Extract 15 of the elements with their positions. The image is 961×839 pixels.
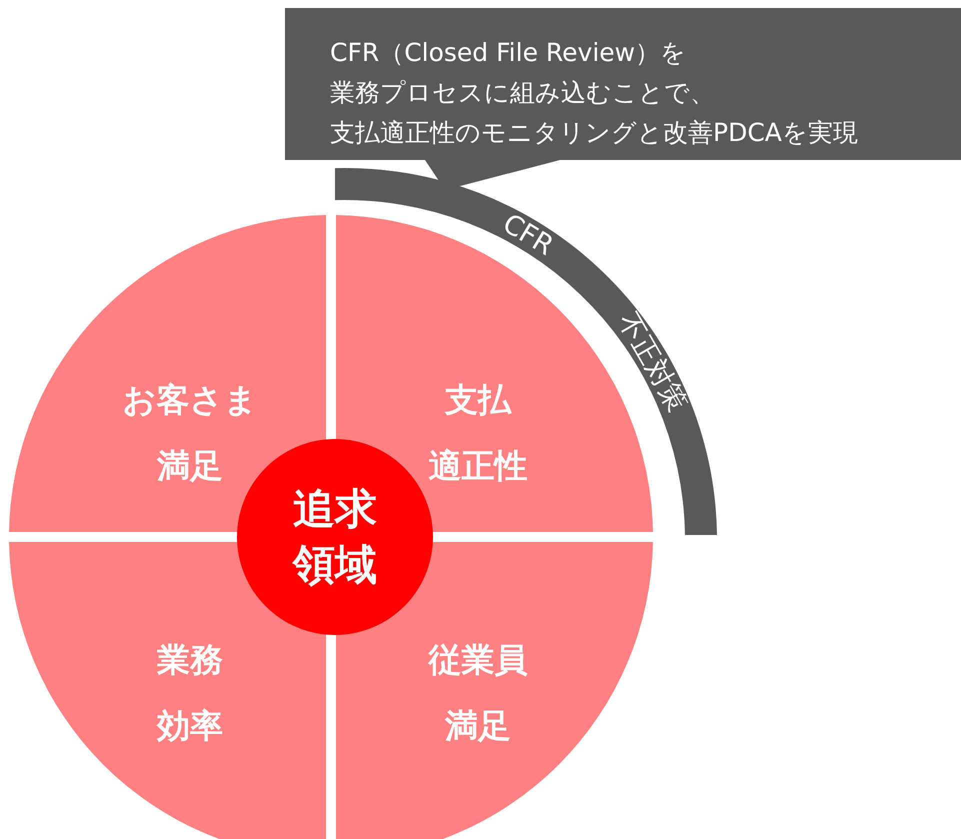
band-text: CFR bbox=[498, 208, 560, 262]
callout-text: 支払適正性のモニタリングと改善PDCAを実現 bbox=[330, 117, 858, 149]
sector-label: 満足 bbox=[157, 445, 223, 487]
sector-label: 効率 bbox=[157, 705, 223, 747]
center-label: 領域 bbox=[293, 539, 377, 591]
sector-label: 満足 bbox=[445, 705, 511, 747]
center-label: 追求 bbox=[293, 483, 377, 535]
callout-text: 業務プロセスに組み込むことで、 bbox=[330, 77, 715, 109]
sector-label: 従業員 bbox=[428, 639, 528, 681]
callout-text: CFR（Closed File Review）を bbox=[330, 37, 686, 69]
sector-label: 適正性 bbox=[428, 445, 528, 487]
sector-label: お客さま bbox=[122, 379, 258, 421]
band-text: 不正対策 bbox=[611, 306, 694, 418]
sector-label: 支払 bbox=[445, 379, 511, 421]
sector-label: 業務 bbox=[157, 639, 223, 681]
